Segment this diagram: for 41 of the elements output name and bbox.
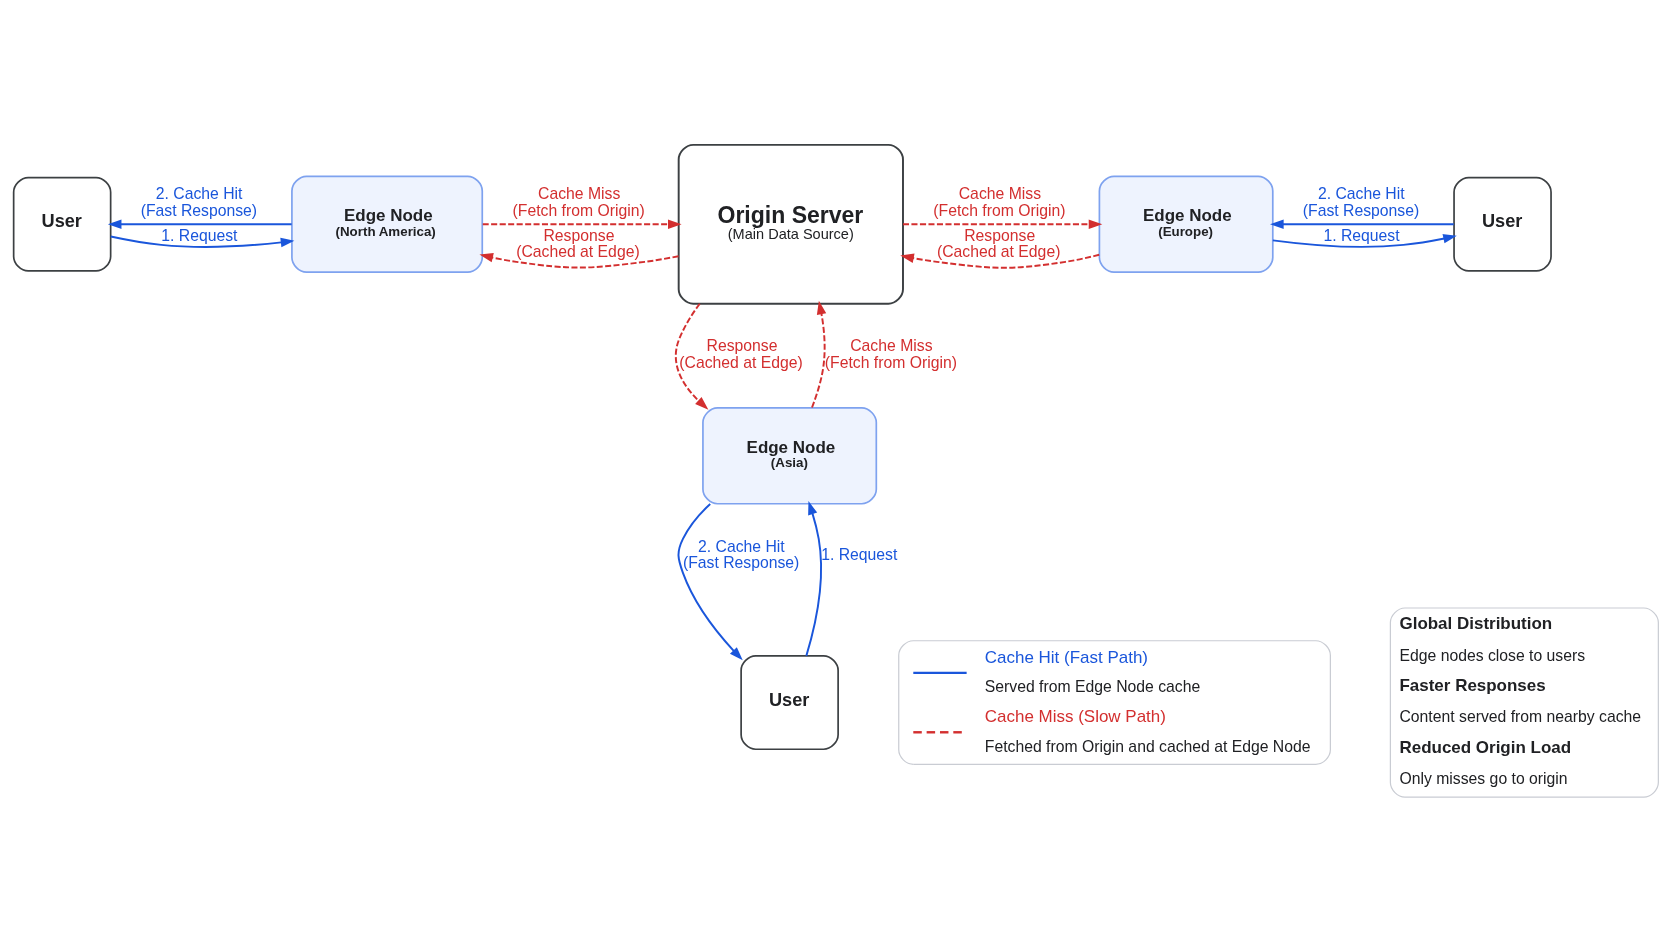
edge-label: 2. Cache Hit (Fast Response) (140, 184, 258, 219)
edge-label: Response (Cached at Edge) (516, 226, 640, 260)
label: Edge nodes close to users (1399, 646, 1586, 664)
edge-label: Cache Miss (Fetch from Origin) (933, 184, 1066, 219)
label: Faster Responses (1399, 675, 1546, 695)
node-box: User (1453, 176, 1552, 272)
arrow (107, 219, 293, 229)
legend-label: Cache Miss (Slow Path) (984, 706, 1166, 726)
node-box: Edge Node (North America) (291, 175, 484, 273)
edge-label: 1. Request (821, 545, 898, 563)
label: Served from Edge Node cache (984, 677, 1201, 695)
arrow (1270, 219, 1455, 229)
arrow (900, 253, 1101, 269)
arrow (674, 302, 709, 410)
node-box: Edge Node (Asia) (702, 406, 878, 505)
arrow (1271, 233, 1457, 248)
label: Only misses go to origin (1399, 769, 1568, 787)
arrow (811, 300, 827, 408)
arrow (109, 234, 295, 248)
arrow (902, 219, 1103, 229)
arrow (805, 500, 822, 657)
node-box: User (740, 654, 839, 750)
node-box: User (12, 176, 112, 272)
edge-label: 1. Request (161, 226, 238, 244)
label: Global Distribution (1399, 613, 1553, 633)
edge-label: 2. Cache Hit (Fast Response) (682, 537, 800, 571)
edge-label: Cache Miss (Fetch from Origin) (824, 336, 957, 371)
arrow (479, 252, 680, 269)
arrow (677, 502, 743, 660)
label: Content served from nearby cache (1399, 707, 1642, 725)
edge-label: 2. Cache Hit (Fast Response) (1302, 184, 1420, 219)
edge-label: Response (Cached at Edge) (936, 226, 1061, 260)
arrow (481, 219, 682, 229)
node-box: Origin Server (Main Data Source) (677, 143, 904, 305)
edge-label: 1. Request (1323, 226, 1400, 244)
node-box: Edge Node (Europe) (1098, 175, 1274, 273)
edge-label: Cache Miss (Fetch from Origin) (512, 184, 645, 219)
label: Reduced Origin Load (1399, 737, 1572, 757)
label: Fetched from Origin and cached at Edge Node (984, 737, 1311, 755)
legend-label: Cache Hit (Fast Path) (984, 647, 1148, 667)
edge-label: Response (Cached at Edge) (679, 336, 803, 371)
